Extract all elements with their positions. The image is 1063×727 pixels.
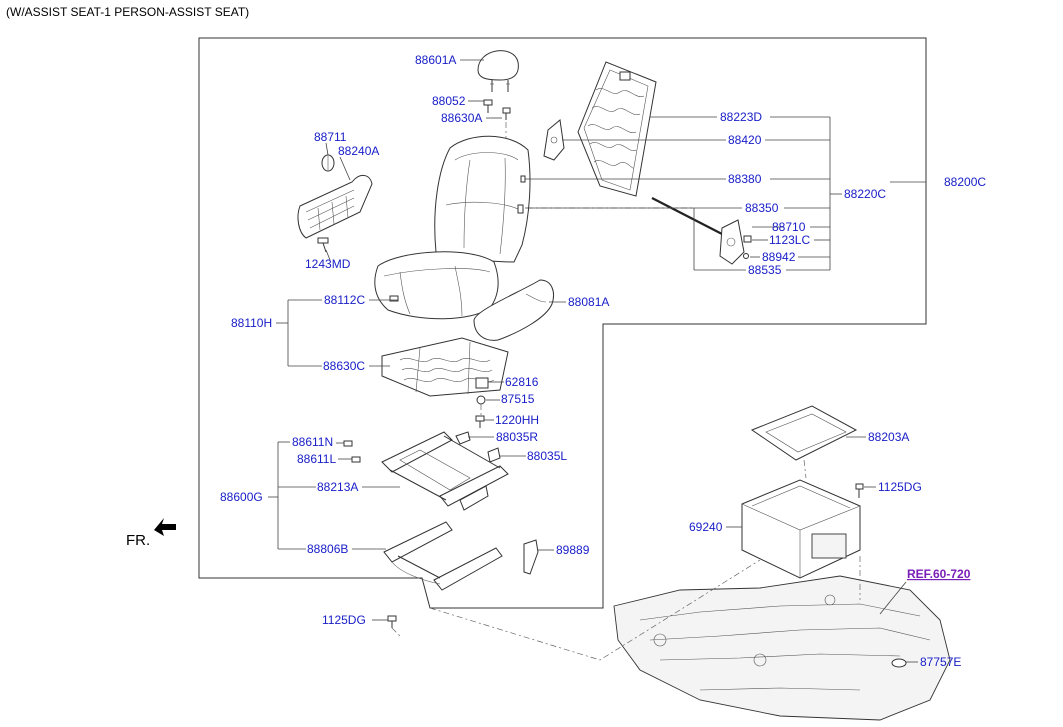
seat-belt-buckle (523, 539, 539, 575)
label-62816: 62816 (505, 375, 539, 389)
label-1243MD: 1243MD (305, 257, 351, 271)
label-1125DG-right: 1125DG (878, 480, 922, 494)
front-direction-label: FR. (126, 532, 150, 549)
label-88240A: 88240A (338, 144, 379, 158)
label-88710: 88710 (772, 220, 806, 234)
plug-87757E (891, 658, 907, 668)
bottom-bolt (387, 615, 397, 628)
side-shield (473, 279, 554, 341)
seat-track-lower (383, 521, 503, 591)
label-88213A: 88213A (317, 480, 358, 494)
label-88035R: 88035R (496, 430, 538, 444)
label-88112C: 88112C (324, 293, 365, 307)
label-89889: 89889 (556, 543, 590, 557)
label-88052: 88052 (432, 94, 466, 108)
label-88420: 88420 (728, 133, 762, 147)
reference-link[interactable]: REF.60-720 (907, 567, 971, 581)
leader-lines (268, 59, 926, 663)
cushion-fasteners (475, 377, 489, 428)
label-88223D: 88223D (720, 110, 762, 124)
recliner-mechanism (719, 219, 752, 265)
label-87757E: 87757E (920, 655, 961, 669)
label-88942: 88942 (762, 250, 796, 264)
headrest-shape (477, 50, 519, 92)
recliner-rod (651, 197, 723, 235)
label-1220HH: 1220HH (495, 413, 539, 427)
label-88600G: 88600G (220, 490, 263, 504)
label-1123LC: 1123LC (769, 233, 810, 247)
diagram-title: (W/ASSIST SEAT-1 PERSON-ASSIST SEAT) (6, 5, 249, 19)
seat-track-upper (381, 431, 509, 511)
label-88611L: 88611L (297, 452, 336, 466)
cushion-frame (381, 337, 509, 397)
headrest-guides (483, 99, 511, 120)
label-88203A: 88203A (868, 430, 909, 444)
label-1125DG-left: 1125DG (322, 613, 366, 627)
label-88535: 88535 (748, 263, 782, 277)
label-88806B: 88806B (307, 542, 348, 556)
seat-cushion-cover (374, 251, 499, 320)
label-88630C: 88630C (323, 359, 365, 373)
label-88630A: 88630A (441, 111, 482, 125)
label-88601A: 88601A (415, 53, 456, 67)
label-88380: 88380 (728, 172, 762, 186)
pad-88203A (750, 405, 858, 461)
floor-panel (613, 575, 951, 721)
front-arrow-icon (154, 518, 176, 536)
label-88200C: 88200C (944, 175, 986, 189)
track-brackets (343, 431, 501, 463)
bolt-1125DG-right (855, 483, 864, 498)
assembly-outline (198, 37, 927, 609)
label-87515: 87515 (501, 392, 535, 406)
seat-back-frame (577, 61, 657, 197)
seat-back-cover (434, 135, 531, 263)
label-88711: 88711 (314, 130, 347, 144)
side-bracket (543, 119, 565, 161)
label-88110H: 88110H (231, 316, 272, 330)
label-69240: 69240 (689, 520, 723, 534)
label-88350: 88350 (745, 201, 779, 215)
seat-box-69240 (741, 479, 861, 579)
label-88611N: 88611N (292, 435, 333, 449)
label-88220C: 88220C (844, 187, 886, 201)
label-88081A: 88081A (568, 295, 609, 309)
label-88035L: 88035L (527, 449, 567, 463)
recliner-cover (297, 154, 373, 253)
